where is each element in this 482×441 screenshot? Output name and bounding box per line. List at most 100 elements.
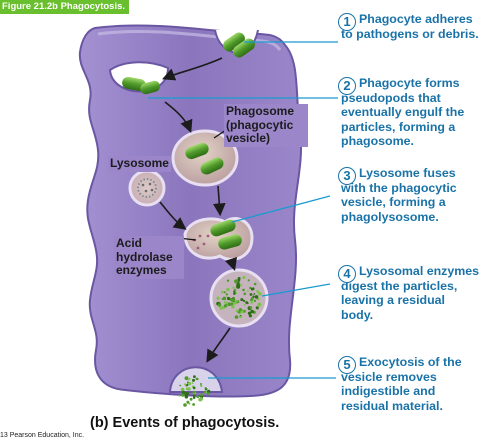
particle-dot: [184, 383, 187, 386]
bacterium-engulfed: [122, 76, 160, 95]
step-5-number: 5: [338, 356, 356, 374]
particle-dot: [258, 292, 262, 296]
arrow-residual-to-exocytosis: [206, 327, 231, 363]
particle-dot: [255, 295, 258, 298]
particle-dot: [249, 306, 253, 309]
step-4: 4 Lysosomal enzymes digest the particles…: [338, 264, 480, 322]
particle-dot: [246, 302, 249, 305]
lysosome-vesicle: [128, 169, 166, 207]
particle-dot: [183, 403, 187, 407]
digested-particles: [216, 276, 262, 319]
particle-dot: [192, 403, 196, 406]
particle-dot: [233, 288, 237, 291]
particle-dot: [179, 384, 182, 387]
particle-dot: [236, 300, 239, 303]
particle-dot: [206, 392, 210, 395]
particle-dot: [225, 293, 228, 296]
particle-dot: [257, 302, 262, 307]
particle-dot: [225, 295, 228, 297]
particle-dot: [187, 378, 190, 381]
particle-dot: [226, 279, 230, 282]
particle-dot: [253, 282, 257, 286]
arrow-phagolysosome-to-residual: [224, 256, 238, 272]
particle-dot: [187, 381, 192, 386]
label-phagosome: Phagosome (phagocytic vesicle): [224, 104, 308, 147]
particle-dot: [237, 277, 241, 280]
callout-step-3: [231, 195, 331, 223]
particle-dot: [193, 375, 196, 378]
particle-dot: [200, 397, 202, 399]
particle-dot: [242, 276, 246, 279]
particle-dot: [250, 297, 254, 301]
step-3: 3 Lysosome fuses with the phagocytic ves…: [338, 166, 480, 224]
particle-dot: [226, 296, 231, 301]
particle-dot: [192, 390, 196, 394]
particle-dot: [189, 397, 193, 401]
particle-dot: [192, 396, 196, 399]
particle-dot: [253, 293, 256, 295]
phagocyte-cell: [78, 24, 302, 398]
step-1-number: 1: [338, 13, 356, 31]
particle-dot: [227, 302, 231, 307]
particle-dot: [247, 279, 250, 282]
bacterium-adhered: [223, 32, 255, 58]
particle-dot: [256, 290, 259, 293]
copyright-notice: 13 Pearson Education, Inc.: [0, 432, 85, 439]
particle-dot: [219, 306, 223, 310]
particle-dot: [200, 384, 203, 388]
step-2: 2 Phagocyte forms pseudopods that eventu…: [338, 76, 480, 149]
particle-dot: [234, 315, 239, 319]
particle-dot: [195, 377, 198, 380]
particle-dot: [249, 293, 253, 296]
particle-dot: [188, 402, 191, 405]
particle-dot: [191, 382, 194, 384]
figure-label: Figure 21.2b Phagocytosis.: [0, 0, 130, 14]
particle-dot: [221, 290, 224, 294]
figure-caption: (b) Events of phagocytosis.: [90, 415, 280, 431]
step-1: 1 Phagocyte adheres to pathogens or debr…: [338, 12, 480, 41]
particle-dot: [200, 383, 202, 385]
callout-step-4: [261, 283, 331, 297]
particle-dot: [230, 302, 234, 306]
arrow-phagosome-to-phagolysosome: [212, 185, 226, 217]
callout-lines: [148, 41, 338, 379]
arrow-lysosome-to-phagolysosome: [159, 201, 187, 230]
arrow-adhesion-to-engulf: [162, 57, 223, 81]
particle-dot: [196, 395, 200, 399]
particle-dot: [243, 303, 246, 306]
particle-dot: [188, 377, 191, 380]
step-2-number: 2: [338, 77, 356, 95]
particle-dot: [247, 290, 249, 292]
step-5: 5 Exocytosis of the vesicle removes indi…: [338, 355, 480, 413]
particle-dot: [225, 301, 228, 305]
particle-dot: [250, 309, 254, 314]
arrow-engulf-to-phagosome: [164, 101, 193, 133]
particle-dot: [250, 300, 254, 304]
particle-dot: [216, 296, 220, 300]
phagosome-vesicle: [171, 129, 239, 187]
step-4-text: Lysosomal enzymes digest the particles, …: [341, 264, 480, 322]
particle-dot: [235, 309, 239, 313]
particle-dot: [247, 311, 252, 315]
label-lysosome: Lysosome: [108, 156, 171, 172]
particle-dot: [234, 279, 239, 284]
expelled-material: [178, 375, 211, 407]
particle-dot: [180, 387, 185, 392]
particle-dot: [185, 387, 189, 391]
particle-dot: [231, 298, 236, 303]
particle-dot: [252, 295, 255, 298]
particle-dot: [178, 394, 181, 397]
particle-dot: [253, 299, 257, 303]
particle-dot: [240, 298, 244, 302]
particle-dot: [242, 288, 245, 292]
particle-dot: [231, 305, 235, 309]
particle-dot: [223, 304, 228, 308]
particle-dot: [233, 292, 236, 295]
step-3-number: 3: [338, 167, 356, 185]
particle-dot: [192, 394, 196, 397]
step-4-number: 4: [338, 265, 356, 283]
particle-dot: [192, 386, 196, 390]
phagolysosome-vesicle: [183, 217, 254, 261]
particle-dot: [232, 286, 235, 289]
